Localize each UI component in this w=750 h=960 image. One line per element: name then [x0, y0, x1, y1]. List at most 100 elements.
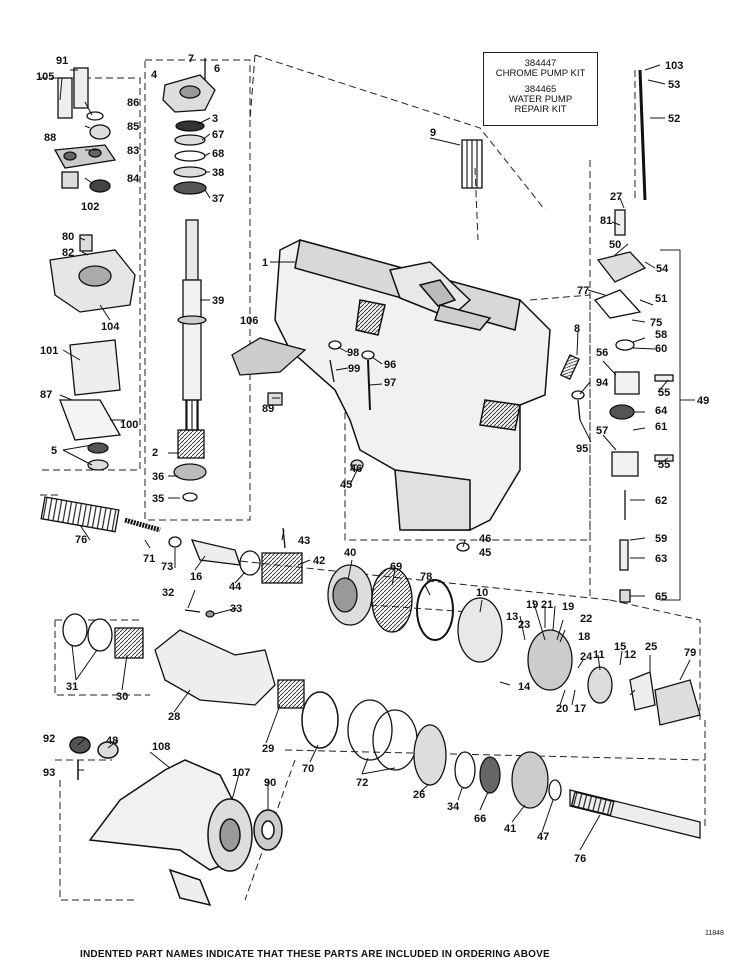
callout-81: 81: [600, 215, 612, 227]
callout-100: 100: [120, 419, 138, 431]
callout-73: 73: [161, 561, 173, 573]
propeller: [69, 736, 283, 907]
propeller-shaft: [569, 789, 701, 839]
shift-rod-assembly: [593, 69, 674, 603]
callout-76a: 76: [75, 534, 87, 546]
callout-10: 10: [476, 587, 488, 599]
callout-2: 2: [152, 447, 158, 459]
callout-66: 66: [474, 813, 486, 825]
callout-15: 15: [614, 641, 626, 653]
callout-19b: 19: [562, 601, 574, 613]
leader-lines: [59, 64, 691, 851]
callout-5: 5: [51, 445, 57, 457]
callout-63: 63: [655, 553, 667, 565]
callout-61: 61: [655, 421, 667, 433]
callout-76b: 76: [574, 853, 586, 865]
callout-14: 14: [518, 681, 531, 693]
callout-57: 57: [596, 425, 608, 437]
callout-91: 91: [56, 55, 68, 67]
callout-19a: 19: [526, 599, 538, 611]
callout-82: 82: [62, 247, 74, 259]
callout-105: 105: [36, 71, 54, 83]
callout-94: 94: [596, 377, 609, 389]
callout-99: 99: [348, 363, 360, 375]
callout-20: 20: [556, 703, 568, 715]
callout-104: 104: [101, 321, 120, 333]
callout-83: 83: [127, 145, 139, 157]
kit-line-3: 384465: [524, 84, 557, 95]
gear-train: [327, 564, 701, 726]
callout-47: 47: [537, 831, 549, 843]
callout-60: 60: [655, 343, 667, 355]
callout-69: 69: [390, 561, 402, 573]
callout-92: 92: [43, 733, 55, 745]
kit-line-2: CHROME PUMP KIT: [495, 68, 586, 79]
callout-37: 37: [212, 193, 224, 205]
callout-75: 75: [650, 317, 662, 329]
callout-16: 16: [190, 571, 202, 583]
callout-80: 80: [62, 231, 74, 243]
anode-plate: [231, 337, 307, 376]
callout-97: 97: [384, 377, 396, 389]
callout-44: 44: [229, 581, 242, 593]
callout-108: 108: [152, 741, 170, 753]
callout-84: 84: [127, 173, 140, 185]
callout-51: 51: [655, 293, 667, 305]
callout-65: 65: [655, 591, 667, 603]
callout-9: 9: [430, 127, 436, 139]
callout-21: 21: [541, 599, 553, 611]
callout-87: 87: [40, 389, 52, 401]
callout-79: 79: [684, 647, 696, 659]
callout-106: 106: [240, 315, 258, 327]
callout-6: 6: [214, 63, 220, 75]
kit-line-4: WATER PUMP: [508, 94, 573, 105]
pump-housing-top: [162, 58, 216, 502]
callout-29: 29: [262, 743, 274, 755]
callout-53: 53: [668, 79, 680, 91]
callout-13: 13: [506, 611, 518, 623]
shift-rod-parts: [40, 496, 303, 584]
callout-12: 12: [624, 649, 636, 661]
bracket-49: [660, 249, 681, 601]
driveshaft: [177, 219, 207, 431]
callout-72: 72: [356, 777, 368, 789]
callout-89: 89: [262, 403, 274, 415]
callout-48: 48: [106, 735, 118, 747]
callout-86: 86: [127, 97, 139, 109]
drawing-code: 11848: [705, 930, 724, 937]
callout-1: 1: [262, 257, 268, 269]
callout-103: 103: [665, 60, 683, 72]
callout-25: 25: [645, 641, 657, 653]
kit-line-1: 384447: [524, 58, 557, 69]
callout-labels: 1 2 3 4 5 6 7 8 9 10 11 12 13 14 15 16 1…: [36, 53, 709, 865]
callout-11: 11: [593, 649, 605, 661]
callout-90: 90: [264, 777, 276, 789]
callout-98: 98: [347, 347, 359, 359]
callout-3: 3: [212, 113, 218, 125]
kit-line-5: REPAIR KIT: [514, 104, 567, 115]
assembly-outlines: [40, 54, 706, 901]
callout-107: 107: [232, 767, 250, 779]
callout-45b: 45: [479, 547, 491, 559]
callout-55a: 55: [658, 387, 670, 399]
callout-32: 32: [162, 587, 174, 599]
callout-85: 85: [127, 121, 139, 133]
callout-22: 22: [580, 613, 592, 625]
callout-68: 68: [212, 148, 224, 160]
callout-27: 27: [610, 191, 622, 203]
callout-49: 49: [697, 395, 709, 407]
callout-96: 96: [384, 359, 396, 371]
callout-59: 59: [655, 533, 667, 545]
callout-78: 78: [420, 571, 432, 583]
driveshaft-group-outline: [144, 59, 251, 521]
callout-64: 64: [655, 405, 668, 417]
callout-24: 24: [580, 651, 593, 663]
water-pump-parts: [49, 67, 136, 471]
callout-41: 41: [504, 823, 516, 835]
callout-46b: 46: [479, 533, 491, 545]
callout-23: 23: [518, 619, 530, 631]
callout-30: 30: [116, 691, 128, 703]
callout-8: 8: [574, 323, 580, 335]
callout-54: 54: [656, 263, 669, 275]
